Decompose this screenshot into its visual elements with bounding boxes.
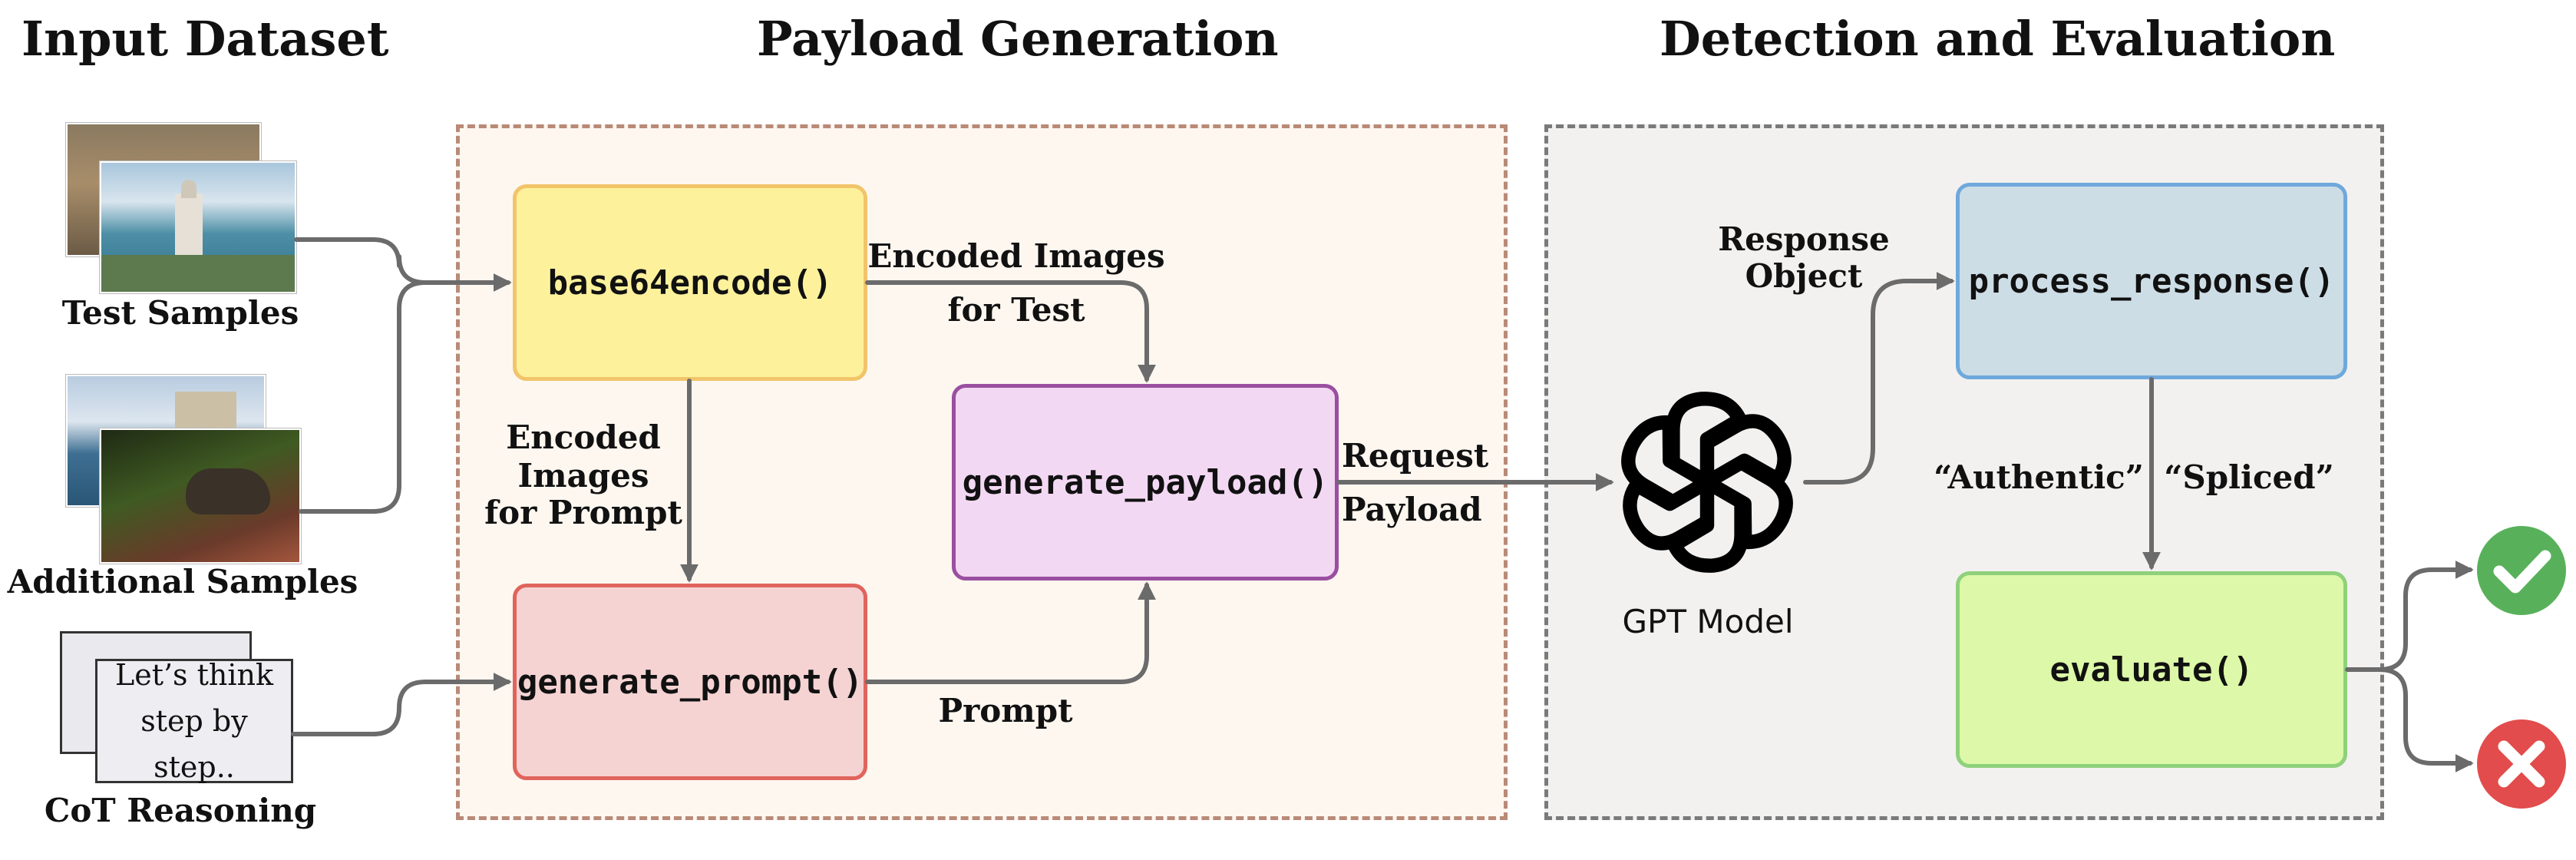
- label-prompt: Prompt: [938, 692, 1073, 729]
- cot-reasoning-label: CoT Reasoning: [44, 792, 317, 829]
- label-images: Images: [517, 457, 649, 495]
- label-object: Object: [1745, 257, 1863, 295]
- arrow-evaluate-to-check: [2345, 561, 2474, 672]
- cot-note-text: Let’s think step by step..: [114, 658, 274, 784]
- check-circle-icon: [2477, 526, 2566, 615]
- arrow-test-to-encode: [294, 237, 512, 292]
- arrow-prompt-to-payload: [865, 581, 1156, 684]
- label-request: Request: [1342, 437, 1489, 475]
- label-for-test: for Test: [947, 291, 1085, 329]
- gpt-model-label: GPT Model: [1622, 603, 1794, 640]
- process-response-box: process_response(): [1956, 183, 2347, 379]
- arrow-additional-to-encode: [299, 280, 428, 514]
- cot-note-front: Let’s think step by step..: [95, 658, 293, 784]
- openai-logo-icon: [1610, 392, 1804, 579]
- evaluate-box: evaluate(): [1956, 571, 2347, 768]
- generate-prompt-box: generate_prompt(): [513, 584, 867, 780]
- label-spliced: “Spliced”: [2164, 458, 2334, 496]
- label-for-prompt: for Prompt: [484, 494, 682, 531]
- additional-sample-image-front: [100, 428, 301, 564]
- heading-detection-evaluation: Detection and Evaluation: [1660, 11, 2336, 67]
- x-circle-icon: [2477, 719, 2566, 809]
- additional-samples-label: Additional Samples: [7, 563, 358, 600]
- label-encoded-images: Encoded Images: [867, 237, 1165, 275]
- arrow-encode-to-payload: [865, 280, 1156, 383]
- label-authentic: “Authentic”: [1934, 458, 2144, 496]
- label-encoded: Encoded: [506, 418, 661, 456]
- arrow-gpt-to-process: [1803, 272, 1955, 485]
- label-payload: Payload: [1342, 491, 1482, 528]
- arrow-cot-to-prompt: [291, 673, 512, 736]
- base64encode-box: base64encode(): [513, 184, 867, 381]
- test-sample-image-front: [100, 161, 296, 293]
- test-samples-label: Test Samples: [61, 294, 299, 332]
- heading-payload-generation: Payload Generation: [757, 11, 1279, 67]
- generate-payload-box: generate_payload(): [952, 384, 1339, 580]
- heading-input-dataset: Input Dataset: [21, 11, 389, 67]
- label-response: Response: [1718, 220, 1890, 258]
- arrow-evaluate-to-cross: [2377, 667, 2474, 772]
